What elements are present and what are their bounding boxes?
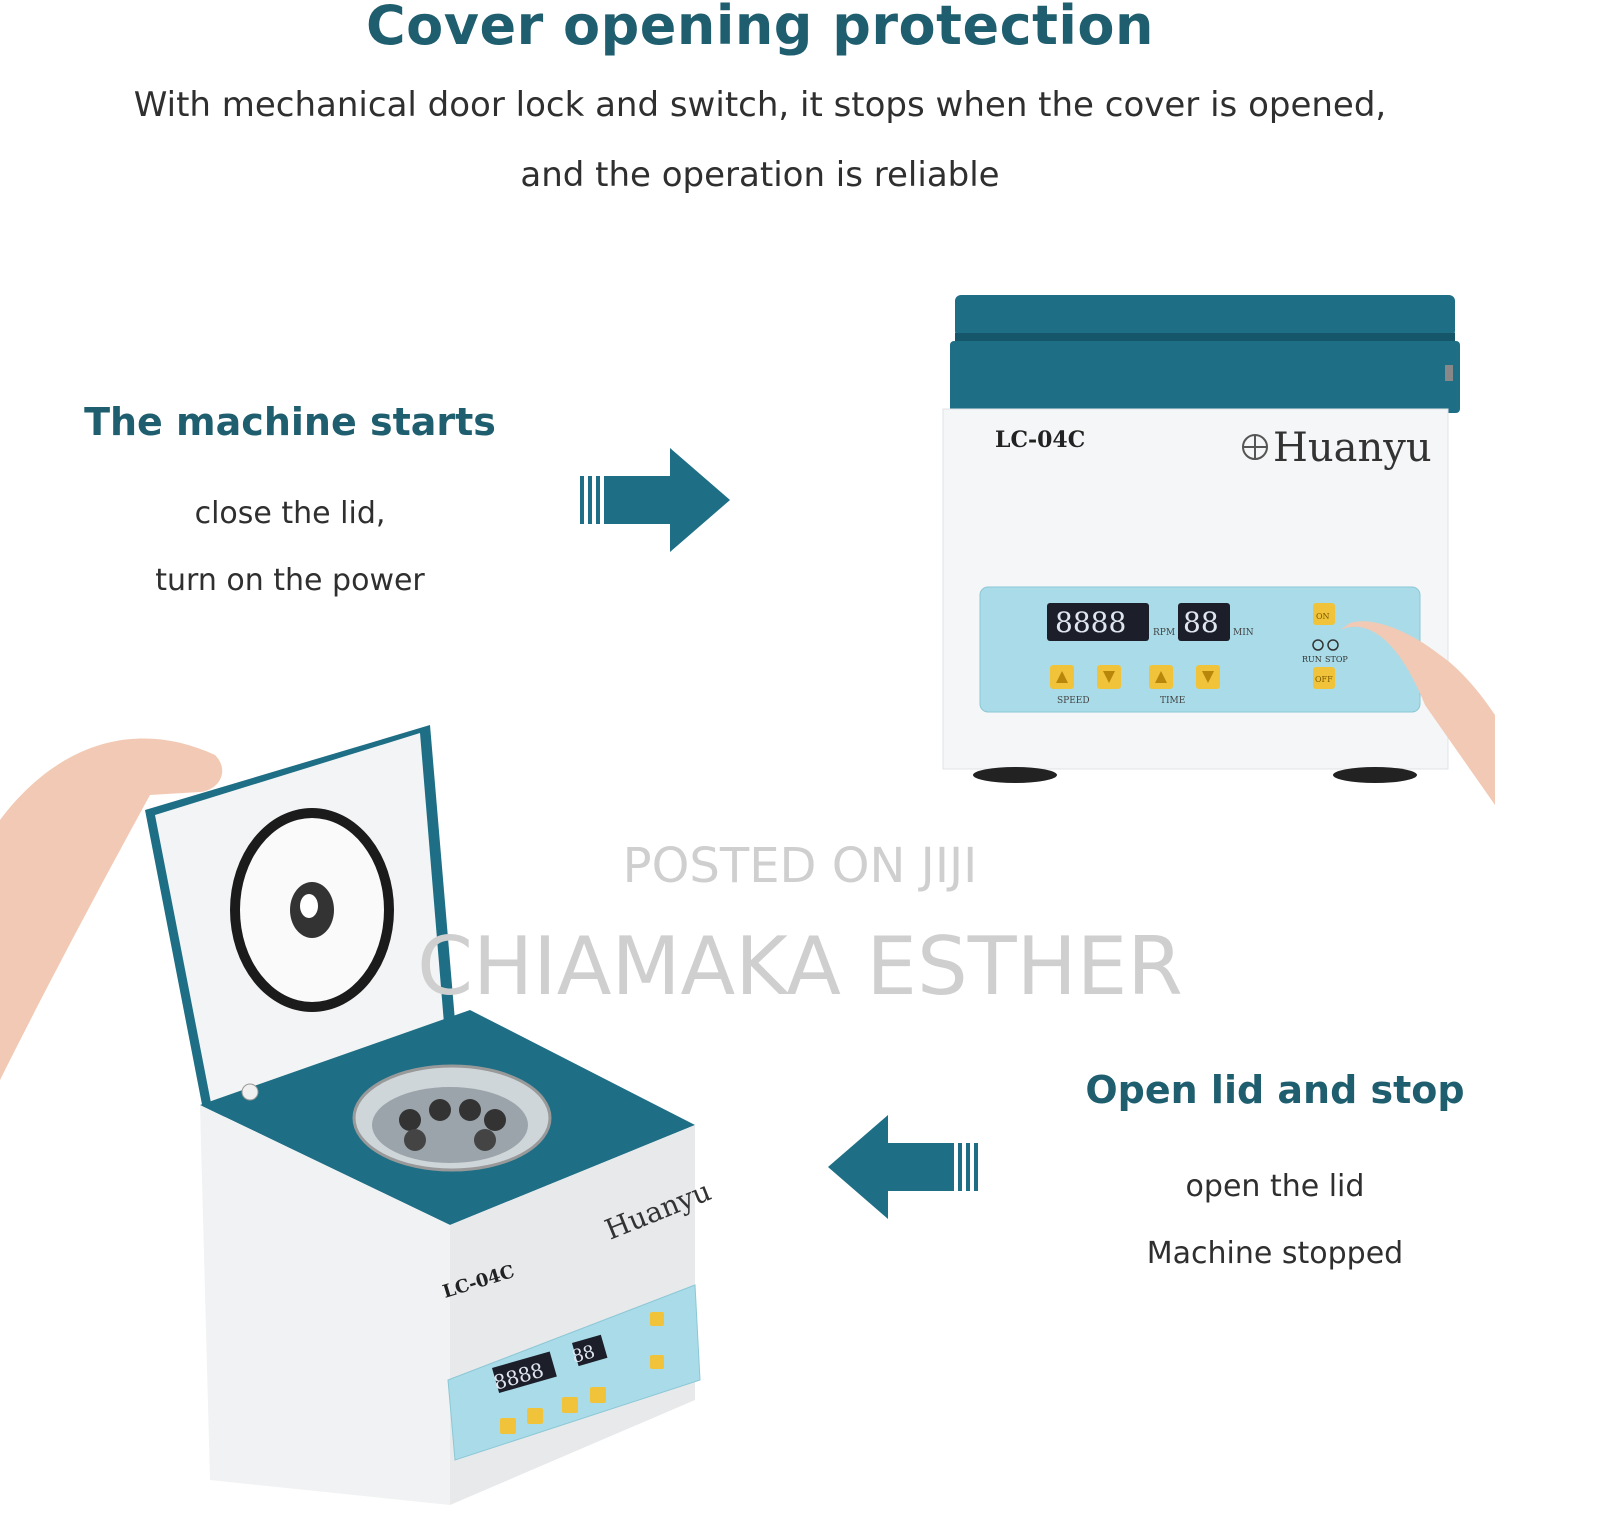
watermark-line-2: CHIAMAKA ESTHER <box>417 920 1183 1013</box>
on-button-open[interactable] <box>650 1312 664 1326</box>
step-start-line-1: close the lid, <box>194 496 386 531</box>
svg-text:OFF: OFF <box>1315 675 1333 684</box>
watermark-line-1: POSTED ON JIJI <box>622 838 978 894</box>
arrow-left-icon <box>828 1115 978 1219</box>
svg-text:RUN: RUN <box>1302 655 1322 664</box>
stop-indicator <box>1327 639 1339 651</box>
off-button[interactable]: OFF <box>1313 667 1335 689</box>
svg-text:8888: 8888 <box>1055 606 1126 639</box>
time-down-button[interactable] <box>1196 665 1220 689</box>
run-indicator <box>1312 639 1324 651</box>
rpm-display-open <box>492 1351 557 1393</box>
svg-text:MIN: MIN <box>1233 628 1254 638</box>
description-line-2: and the operation is reliable <box>520 155 1000 195</box>
time-down-button-open[interactable] <box>590 1387 606 1403</box>
arrow-right-icon <box>580 448 730 552</box>
min-display <box>1178 603 1230 641</box>
speed-up-button-open[interactable] <box>500 1418 516 1434</box>
min-display-open <box>572 1334 608 1367</box>
time-up-button[interactable] <box>1149 665 1173 689</box>
speed-down-button-open[interactable] <box>527 1408 543 1424</box>
svg-text:88: 88 <box>1183 606 1219 639</box>
hand-pointing <box>1340 621 1495 805</box>
speed-down-button[interactable] <box>1097 665 1121 689</box>
page-title: Cover opening protection <box>366 0 1154 57</box>
svg-text:SPEED: SPEED <box>1057 696 1090 706</box>
centrifuge-open: LC-04C Huanyu 8888 88 <box>0 725 716 1505</box>
speed-up-button[interactable] <box>1050 665 1074 689</box>
brand-label: Huanyu <box>1273 425 1432 471</box>
step-start-line-2: turn on the power <box>155 563 425 598</box>
step-stop-line-2: Machine stopped <box>1146 1236 1404 1271</box>
svg-text:RPM: RPM <box>1153 628 1175 638</box>
on-button[interactable]: ON <box>1313 603 1335 625</box>
step-stop-line-1: open the lid <box>1185 1169 1365 1204</box>
step-start-heading: The machine starts <box>84 400 496 444</box>
time-up-button-open[interactable] <box>562 1397 578 1413</box>
svg-text:ON: ON <box>1316 612 1330 621</box>
rpm-display <box>1047 603 1149 641</box>
description-line-1: With mechanical door lock and switch, it… <box>133 85 1387 125</box>
svg-text:TIME: TIME <box>1160 696 1185 706</box>
model-label: LC-04C <box>995 427 1085 453</box>
step-stop-heading: Open lid and stop <box>1085 1068 1465 1112</box>
centrifuge-closed: LC-04C Huanyu 8888 RPM 88 MIN SPEED TIME… <box>942 295 1495 805</box>
off-button-open[interactable] <box>650 1355 664 1369</box>
hand-holding-lid <box>0 738 223 1080</box>
svg-text:STOP: STOP <box>1325 655 1348 664</box>
